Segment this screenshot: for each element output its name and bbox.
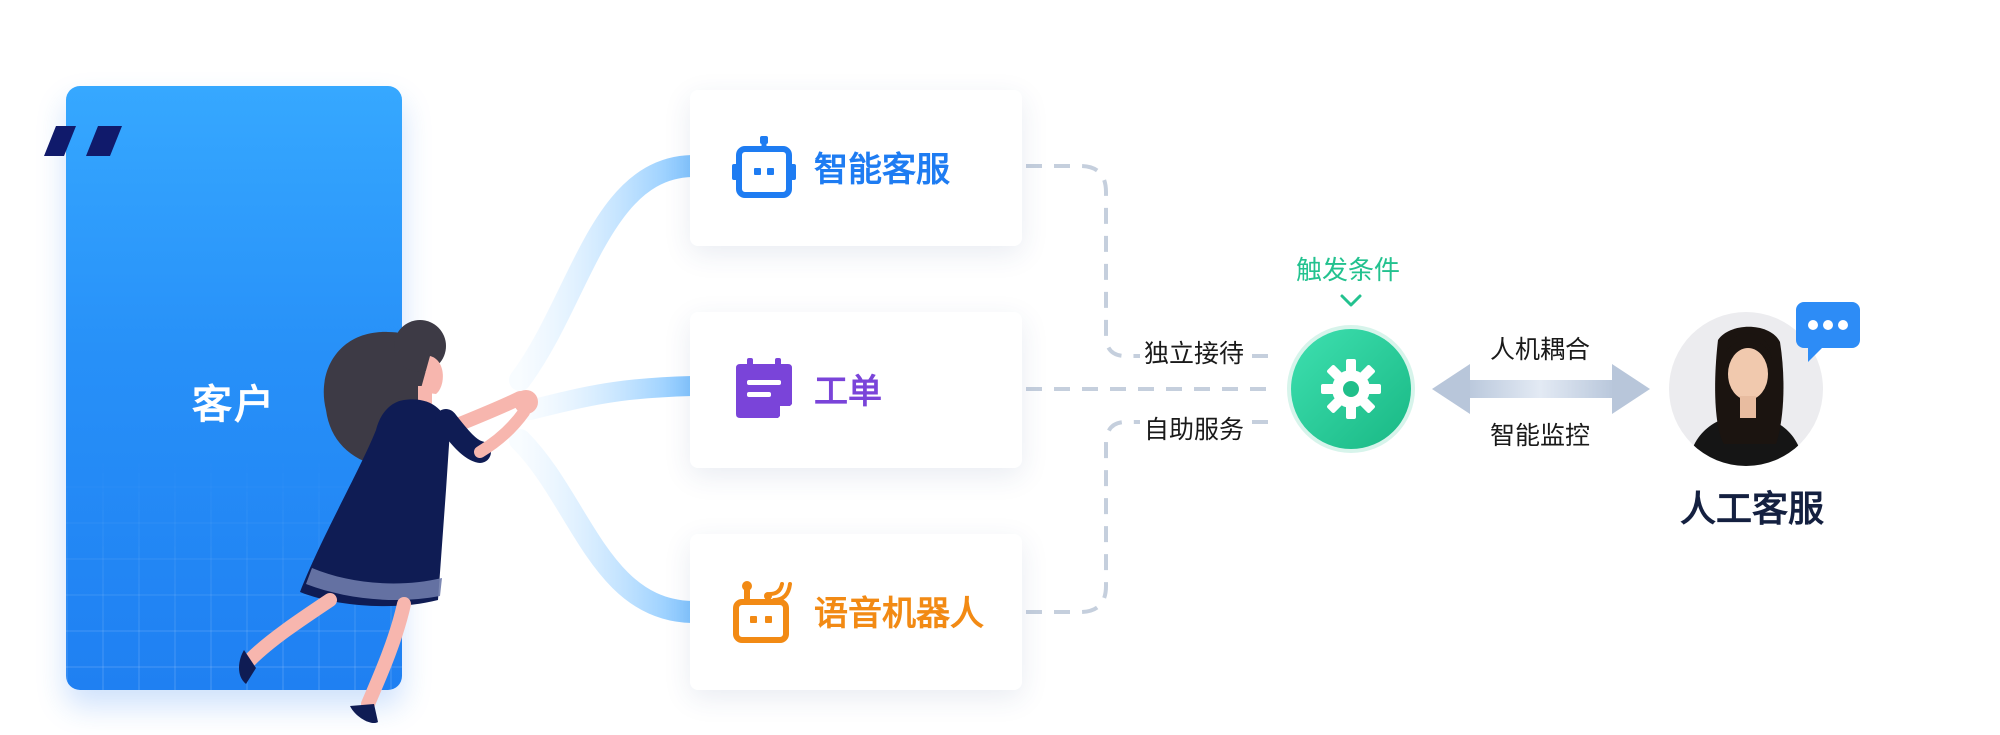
customer-label: 客户 (192, 382, 276, 428)
flow-band-voice-robot (509, 429, 703, 623)
channel-card-smart-service[interactable]: 智能客服 (690, 90, 1022, 246)
channel-label: 工单 (814, 372, 882, 412)
human-machine-coupling-label: 人机耦合 (1490, 335, 1591, 364)
flow-band-smart-service (509, 155, 703, 391)
independent-reception-label: 独立接待 (1144, 339, 1245, 368)
agent-avatar (1669, 312, 1823, 466)
dashed-connectors (1026, 164, 1276, 614)
channel-label: 语音机器人 (814, 594, 984, 634)
voice-robot-icon (733, 581, 792, 643)
trigger-condition-label: 触发条件 (1296, 256, 1401, 286)
quote-mark-icon (44, 126, 122, 156)
robot-icon (732, 136, 796, 198)
double-arrow-icon (1432, 364, 1650, 414)
gear-icon (1321, 359, 1381, 419)
customer-woman-figure (239, 320, 538, 724)
chevron-down-icon (1340, 294, 1362, 307)
self-service-label: 自助服务 (1144, 415, 1245, 444)
customer-flow-bands (509, 155, 703, 623)
human-agent-label: 人工客服 (1680, 489, 1825, 530)
connector-voice-robot (1026, 420, 1140, 614)
channel-card-ticket[interactable]: 工单 (690, 312, 1022, 468)
trigger-hub (1287, 325, 1415, 453)
chat-bubble-icon (1796, 302, 1860, 362)
ticket-icon (736, 358, 792, 418)
smart-monitoring-label: 智能监控 (1490, 421, 1591, 450)
channel-label: 智能客服 (814, 150, 950, 190)
connector-smart-service (1026, 164, 1140, 358)
flow-band-ticket (520, 376, 702, 420)
channel-card-voice-robot[interactable]: 语音机器人 (690, 534, 1022, 690)
